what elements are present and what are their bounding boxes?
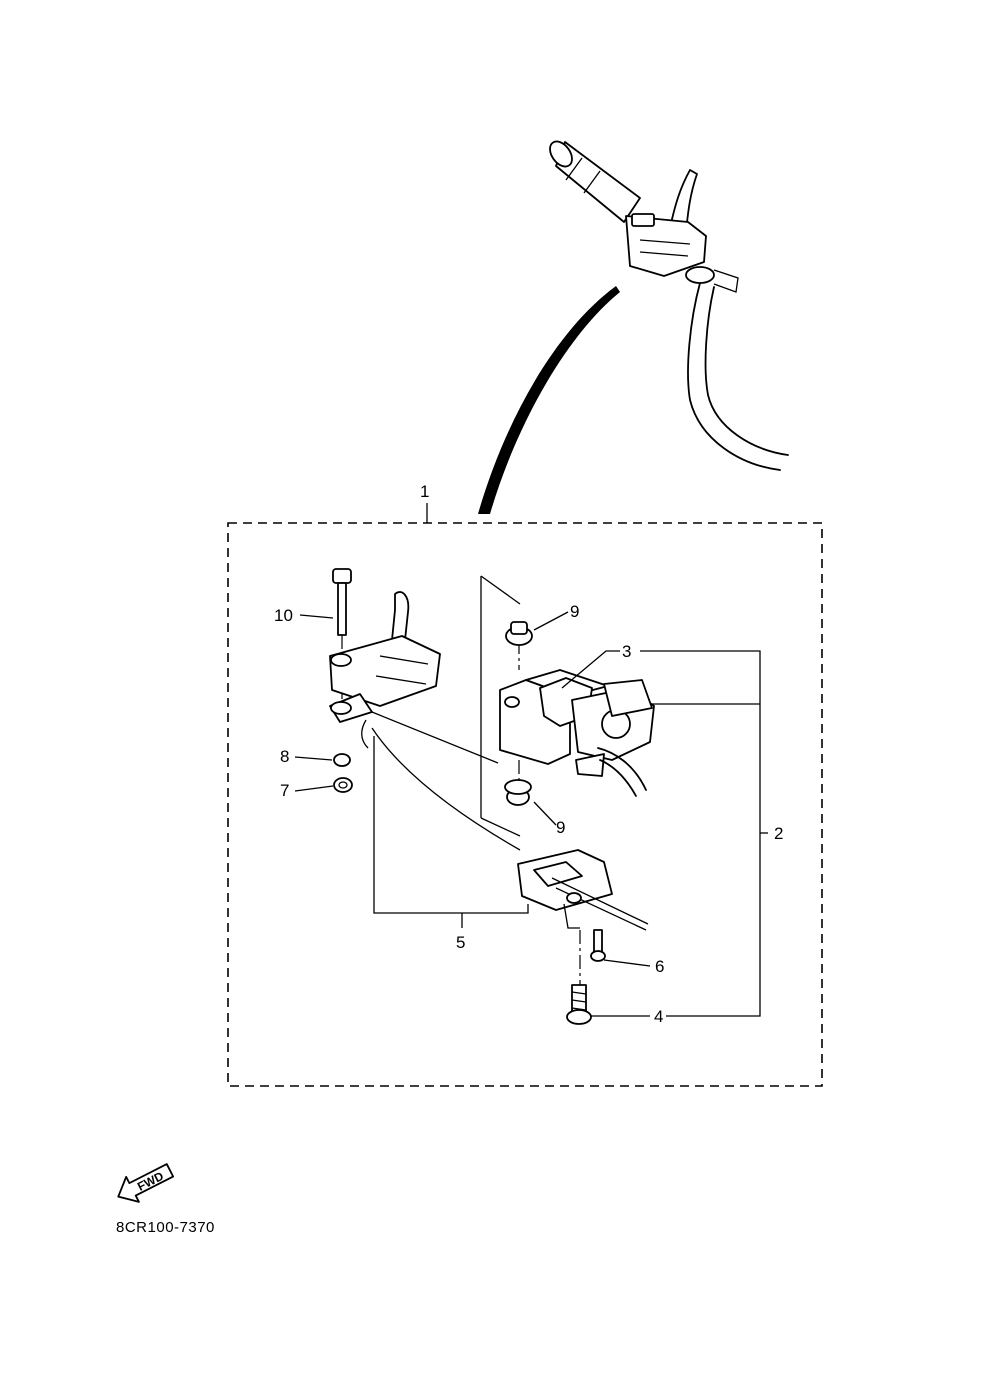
switch-part-5 [371, 727, 649, 931]
screw-part-4 [566, 984, 592, 1025]
callout-6: 6 [655, 957, 664, 976]
leader-curve [478, 286, 620, 514]
diagram-code: 8CR100-7370 [116, 1219, 215, 1236]
callout-9-top: 9 [570, 602, 579, 621]
callout-2: 2 [774, 824, 783, 843]
pin-part-10 [332, 568, 352, 636]
throttle-housing-part-3 [499, 669, 655, 797]
grommet-part-9-bottom [504, 779, 532, 806]
washer-part-8 [333, 753, 351, 767]
callout-3: 3 [622, 642, 631, 661]
callout-8: 8 [280, 747, 289, 766]
leader-lines [294, 611, 768, 1017]
callout-10: 10 [274, 606, 293, 625]
screw-part-6 [590, 929, 606, 962]
callout-1: 1 [420, 482, 429, 501]
callout-9-bottom: 9 [556, 818, 565, 837]
callout-7: 7 [280, 781, 289, 800]
handlebar-illustration [549, 140, 789, 471]
callout-5: 5 [456, 933, 465, 952]
assembly-boundary [227, 522, 823, 1087]
lever-bracket [329, 591, 499, 764]
callout-4: 4 [654, 1007, 663, 1026]
washer-part-7 [333, 777, 353, 793]
fwd-arrow-icon: FWD [117, 1163, 175, 1203]
grommet-part-9-top [505, 621, 533, 646]
